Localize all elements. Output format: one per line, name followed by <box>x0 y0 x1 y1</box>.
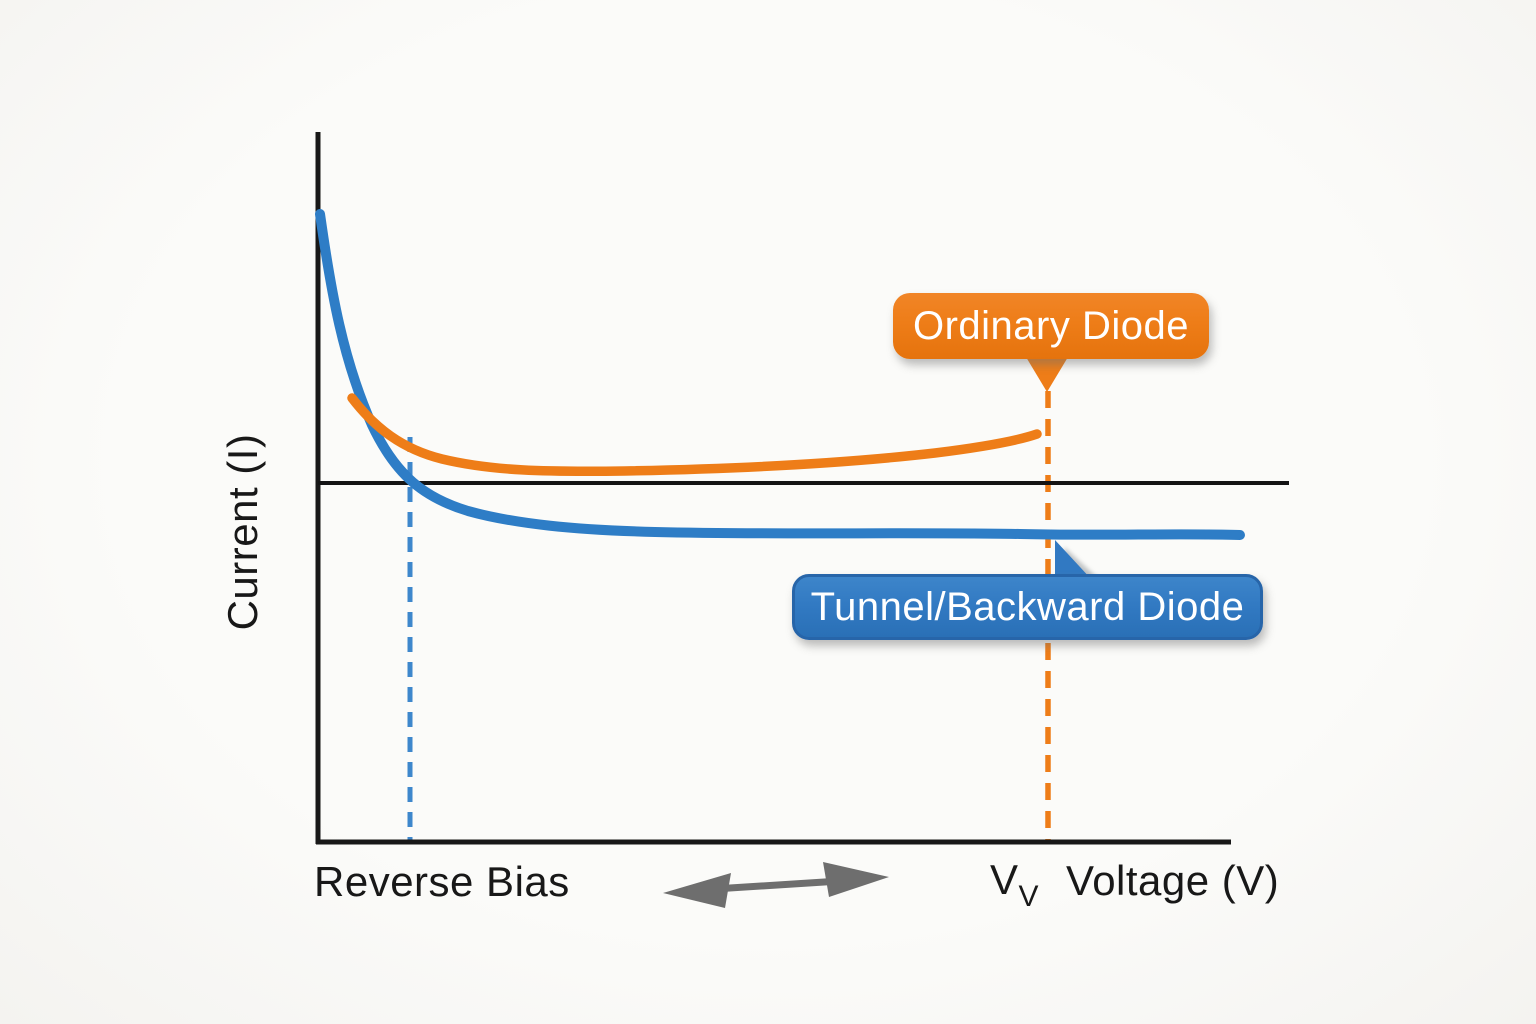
x-axis-label: Voltage (V) <box>1066 857 1280 904</box>
tunnel-backward-diode-curve <box>315 209 1245 540</box>
ordinary-diode-curve <box>347 393 1042 477</box>
reverse-bias-range-arrow-shaft <box>713 877 841 893</box>
valley-voltage-symbol: V <box>990 856 1019 903</box>
ordinary-diode-callout: Ordinary Diode <box>893 293 1209 359</box>
valley-voltage-subscript: V <box>1018 880 1040 913</box>
reverse-bias-label: Reverse Bias <box>314 858 570 905</box>
tunnel-backward-diode-callout: Tunnel/Backward Diode <box>792 574 1263 640</box>
valley-voltage-label: VV <box>990 856 1040 914</box>
y-axis-label: Current (I) <box>219 433 266 631</box>
ordinary-callout-pointer <box>1023 352 1071 392</box>
tunnel-callout-pointer <box>1055 540 1092 580</box>
arrow-right-head-icon <box>823 862 889 897</box>
arrow-left-head-icon <box>663 873 731 908</box>
